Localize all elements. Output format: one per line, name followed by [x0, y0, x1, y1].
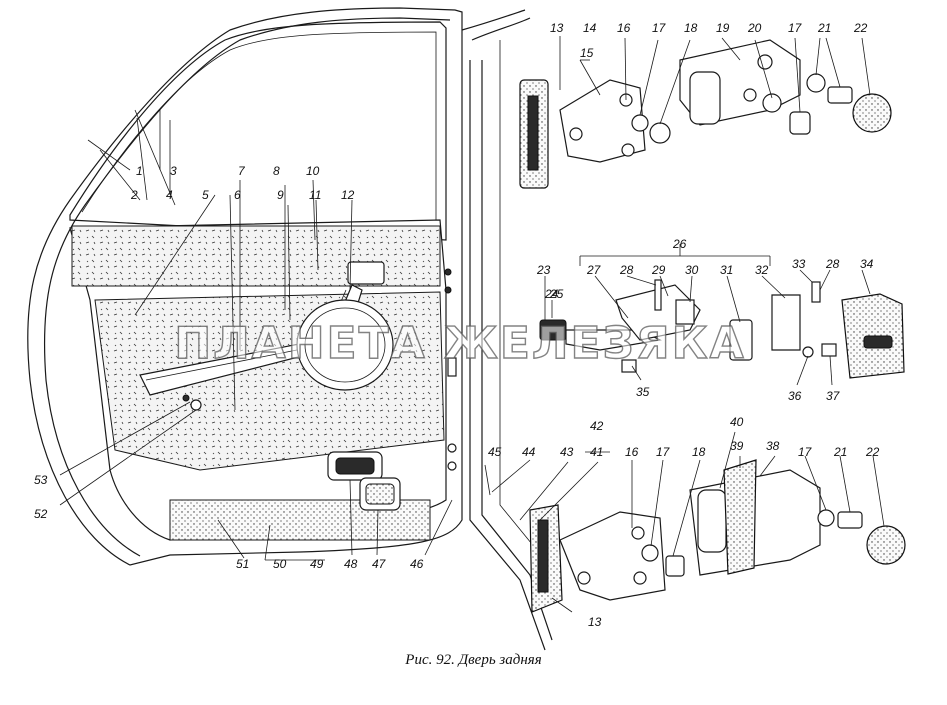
callout-11: 11 — [309, 188, 321, 202]
callout-23: 23 — [536, 263, 551, 277]
callout-24: 24 — [544, 287, 559, 301]
callout-17-a: 17 — [652, 21, 667, 35]
door-check-assembly — [539, 279, 905, 379]
callout-48: 48 — [344, 557, 358, 571]
callout-41: 41 — [590, 445, 603, 459]
callout-45: 45 — [488, 445, 502, 459]
upper-hinge-assembly — [519, 39, 892, 189]
callout-29: 29 — [651, 263, 666, 277]
callout-26: 26 — [672, 237, 687, 251]
callout-51: 51 — [236, 557, 249, 571]
callout-40: 40 — [730, 415, 744, 429]
rear-door — [27, 7, 463, 566]
callout-4: 4 — [166, 188, 173, 202]
callout-15: 15 — [580, 46, 594, 60]
callout-27: 27 — [586, 263, 602, 277]
callout-50: 50 — [273, 557, 287, 571]
callout-14: 14 — [583, 21, 597, 35]
figure-caption: Рис. 92. Дверь задняя — [405, 652, 542, 668]
callout-31: 31 — [720, 263, 733, 277]
callout-44: 44 — [522, 445, 536, 459]
leader-lines — [59, 36, 885, 613]
callout-42: 42 — [590, 419, 604, 433]
callout-17-b: 17 — [788, 21, 803, 35]
callout-28-a: 28 — [619, 263, 634, 277]
callout-7: 7 — [238, 164, 246, 178]
callout-34: 34 — [860, 257, 874, 271]
callout-12: 12 — [341, 188, 355, 202]
callout-8: 8 — [273, 164, 280, 178]
callout-33: 33 — [792, 257, 806, 271]
callout-1: 1 — [136, 164, 143, 178]
callout-labels: 1 2 3 4 5 6 7 8 9 10 11 12 13 13 14 15 1… — [34, 21, 880, 629]
callout-49: 49 — [310, 557, 324, 571]
callout-35: 35 — [636, 385, 650, 399]
lower-hinge-assembly — [529, 459, 906, 613]
callout-2: 2 — [130, 188, 138, 202]
callout-22-top: 22 — [853, 21, 868, 35]
callout-39: 39 — [730, 439, 744, 453]
callout-6: 6 — [234, 188, 241, 202]
callout-16-top: 16 — [617, 21, 631, 35]
callout-5: 5 — [202, 188, 209, 202]
callout-18-top: 18 — [684, 21, 698, 35]
callout-43: 43 — [560, 445, 574, 459]
callout-46: 46 — [410, 557, 424, 571]
callout-20: 20 — [747, 21, 762, 35]
callout-37: 37 — [826, 389, 841, 403]
callout-13-bottom: 13 — [588, 615, 602, 629]
callout-36: 36 — [788, 389, 802, 403]
callout-9: 9 — [277, 188, 284, 202]
callout-38: 38 — [766, 439, 780, 453]
callout-16-bottom: 16 — [625, 445, 639, 459]
callout-22-bottom: 22 — [865, 445, 880, 459]
callout-21-bottom: 21 — [833, 445, 847, 459]
callout-3: 3 — [170, 164, 177, 178]
callout-25: 25 — [549, 287, 564, 301]
callout-30: 30 — [685, 263, 699, 277]
callout-47: 47 — [372, 557, 387, 571]
callout-18-bottom: 18 — [692, 445, 706, 459]
callout-21-top: 21 — [817, 21, 831, 35]
callout-53: 53 — [34, 473, 48, 487]
callout-10: 10 — [306, 164, 320, 178]
callout-17-c: 17 — [656, 445, 671, 459]
callout-32: 32 — [755, 263, 769, 277]
callout-28-b: 28 — [825, 257, 840, 271]
callout-52: 52 — [34, 507, 48, 521]
callout-13-top: 13 — [550, 21, 564, 35]
callout-19: 19 — [716, 21, 730, 35]
callout-17-d: 17 — [798, 445, 813, 459]
